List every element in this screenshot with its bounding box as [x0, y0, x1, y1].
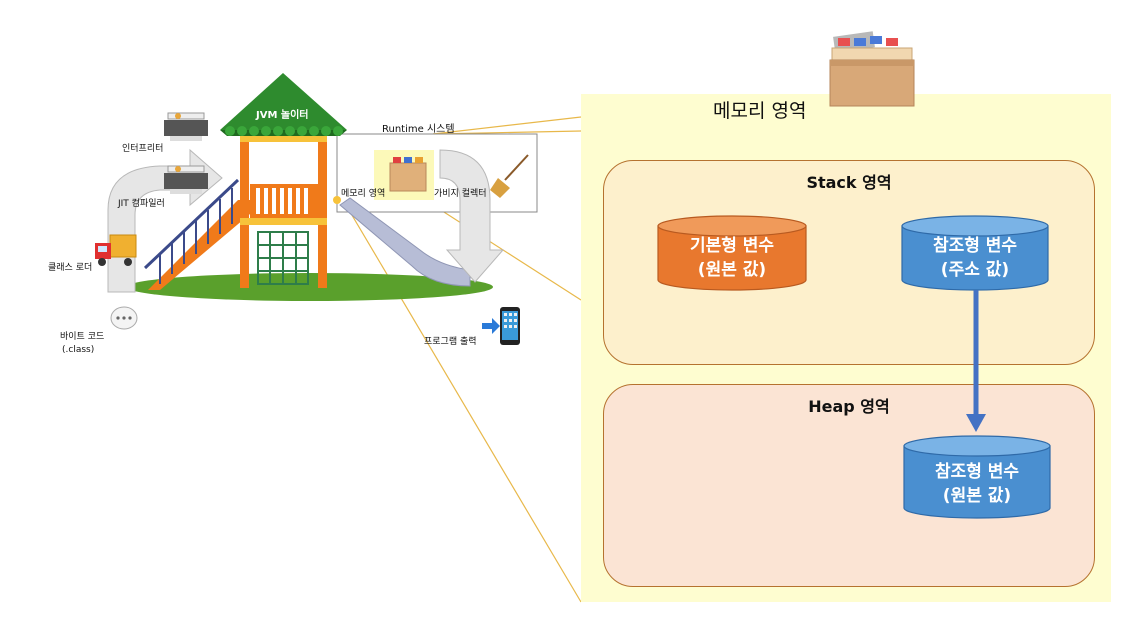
stack-title: Stack 영역	[806, 173, 892, 192]
runtime-box	[336, 133, 538, 213]
primitive-variable-cylinder	[657, 215, 807, 291]
jvm-label: JVM 놀이터	[256, 110, 309, 121]
roof	[220, 73, 347, 130]
stack-reference-variable-cylinder	[901, 215, 1049, 291]
heap-ref-line1: 참조형 변수	[934, 462, 1020, 482]
garbage-collector-broom-icon	[490, 154, 529, 198]
interpreter-printer-icon	[164, 112, 208, 141]
heap-reference-variable-label: 참조형 변수 (원본 값)	[904, 460, 1050, 508]
memory-small-label: 메모리 영역	[341, 189, 386, 199]
jit-printer-icon	[164, 165, 208, 194]
stack-reference-variable-label: 참조형 변수 (주소 값)	[902, 234, 1048, 282]
class-loader-truck-icon	[95, 234, 137, 266]
small-file-cabinet-icon	[374, 150, 434, 200]
stairs	[143, 178, 250, 290]
interpreter-label: 인터프리터	[122, 144, 164, 154]
gc-label: 가비지 컬렉터	[434, 189, 487, 199]
slide	[339, 197, 471, 287]
stack-ref-line2: (주소 값)	[940, 260, 1010, 280]
heap-ref-line2: (원본 값)	[942, 486, 1012, 506]
heap-title: Heap 영역	[808, 397, 890, 416]
memory-title: 메모리 영역	[713, 100, 807, 122]
grass	[127, 273, 493, 301]
program-output-phone-icon	[482, 307, 520, 345]
stack-ref-line1: 참조형 변수	[932, 236, 1018, 256]
bytecode-bubble-icon	[110, 306, 138, 330]
class-loader-label: 클래스 로더	[48, 263, 93, 273]
reference-arrow	[966, 290, 986, 432]
runtime-label: Runtime 시스템	[382, 124, 455, 135]
primitive-line2: (원본 값)	[697, 260, 767, 280]
file-cabinet-icon	[829, 31, 915, 107]
heap-reference-variable-cylinder	[903, 435, 1051, 519]
primitive-variable-label: 기본형 변수 (원본 값)	[658, 234, 806, 282]
program-output-label: 프로그램 출력	[424, 337, 477, 347]
jit-label: JIT 컴파일러	[118, 199, 165, 209]
bytecode-ext-label: (.class)	[62, 345, 95, 355]
flow-arrow-right	[439, 149, 505, 283]
primitive-line1: 기본형 변수	[689, 236, 775, 256]
bytecode-label: 바이트 코드	[60, 332, 105, 342]
